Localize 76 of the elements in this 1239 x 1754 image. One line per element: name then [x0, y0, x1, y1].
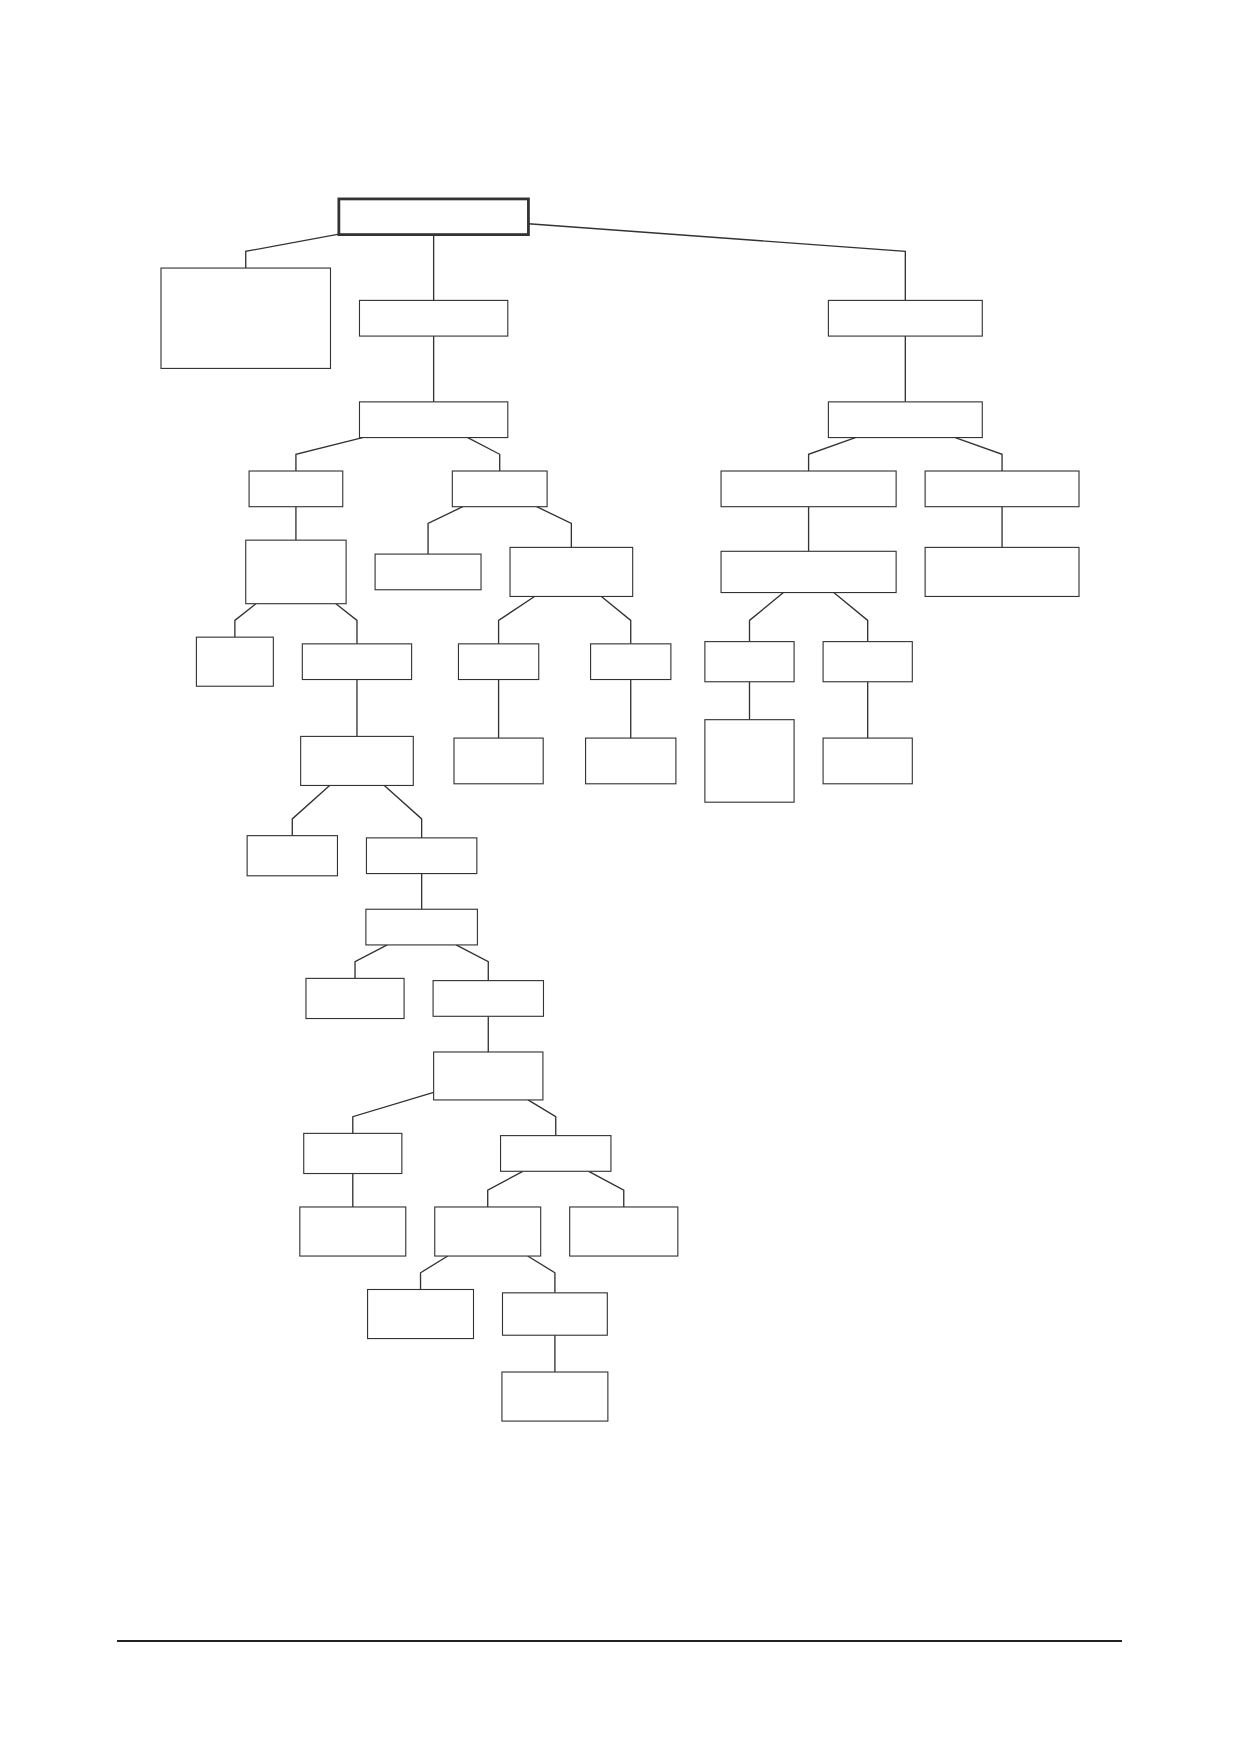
connector-line	[807, 436, 857, 472]
connector-line	[295, 436, 364, 472]
connector-line	[291, 784, 331, 837]
empty-box	[501, 1371, 609, 1422]
connector-line	[467, 436, 501, 472]
empty-box	[720, 470, 897, 508]
empty-box	[457, 643, 540, 681]
empty-box	[720, 550, 897, 594]
connector-line	[383, 784, 423, 839]
connector-line	[600, 595, 632, 645]
empty-box	[358, 299, 509, 337]
empty-box	[822, 641, 913, 683]
empty-box	[299, 1206, 407, 1257]
empty-box	[924, 470, 1080, 508]
empty-box	[337, 197, 530, 236]
connector-line	[419, 1255, 449, 1291]
connector-line	[954, 436, 1003, 472]
empty-box	[924, 546, 1080, 597]
empty-box	[569, 1206, 679, 1257]
empty-box	[245, 539, 347, 605]
connector-line	[1001, 506, 1003, 549]
connector-line	[487, 1170, 524, 1208]
connector-line	[335, 603, 358, 645]
empty-box	[827, 401, 983, 439]
empty-box	[451, 470, 548, 508]
connector-line	[420, 872, 423, 910]
connector-line	[497, 678, 500, 739]
connector-line	[432, 335, 435, 403]
empty-box	[501, 1292, 608, 1336]
connector-line	[554, 1334, 556, 1373]
connector-line	[245, 233, 340, 269]
empty-box	[367, 1288, 475, 1340]
empty-box	[434, 1206, 542, 1257]
empty-box	[300, 735, 414, 787]
connector-line	[527, 1099, 557, 1137]
connector-line	[748, 681, 751, 721]
connector-line	[497, 595, 536, 645]
empty-box	[365, 837, 478, 875]
empty-box	[374, 553, 482, 591]
connector-line	[427, 506, 464, 555]
empty-box	[453, 737, 544, 785]
connector-line	[904, 335, 906, 403]
connector-line	[833, 591, 869, 643]
empty-box	[303, 1132, 403, 1175]
connector-line	[354, 944, 388, 980]
connector-line	[356, 678, 358, 738]
connector-line	[352, 1172, 354, 1208]
empty-box	[590, 643, 672, 681]
empty-box	[248, 470, 344, 508]
empty-box	[585, 737, 677, 785]
empty-box	[704, 641, 795, 683]
connector-line	[527, 1255, 556, 1294]
empty-box	[246, 835, 338, 877]
empty-box	[822, 737, 913, 785]
connector-line	[295, 506, 297, 541]
connector-line	[455, 944, 489, 982]
empty-box	[509, 546, 634, 597]
empty-box	[500, 1135, 612, 1172]
empty-box	[432, 980, 545, 1017]
connector-line	[536, 506, 572, 549]
empty-box	[358, 401, 509, 439]
connector-line	[588, 1170, 625, 1208]
empty-box	[301, 643, 413, 681]
empty-box	[365, 908, 478, 946]
empty-box	[433, 1051, 544, 1101]
connector-line	[630, 678, 632, 739]
connector-line	[487, 1015, 489, 1053]
empty-box	[195, 636, 274, 687]
connector-line	[748, 591, 785, 643]
connector-line	[867, 681, 869, 739]
connector-line	[234, 603, 257, 638]
empty-box	[704, 719, 795, 803]
empty-box	[160, 267, 332, 369]
empty-box	[305, 977, 405, 1020]
empty-box	[827, 299, 983, 337]
connector-line	[807, 506, 810, 552]
